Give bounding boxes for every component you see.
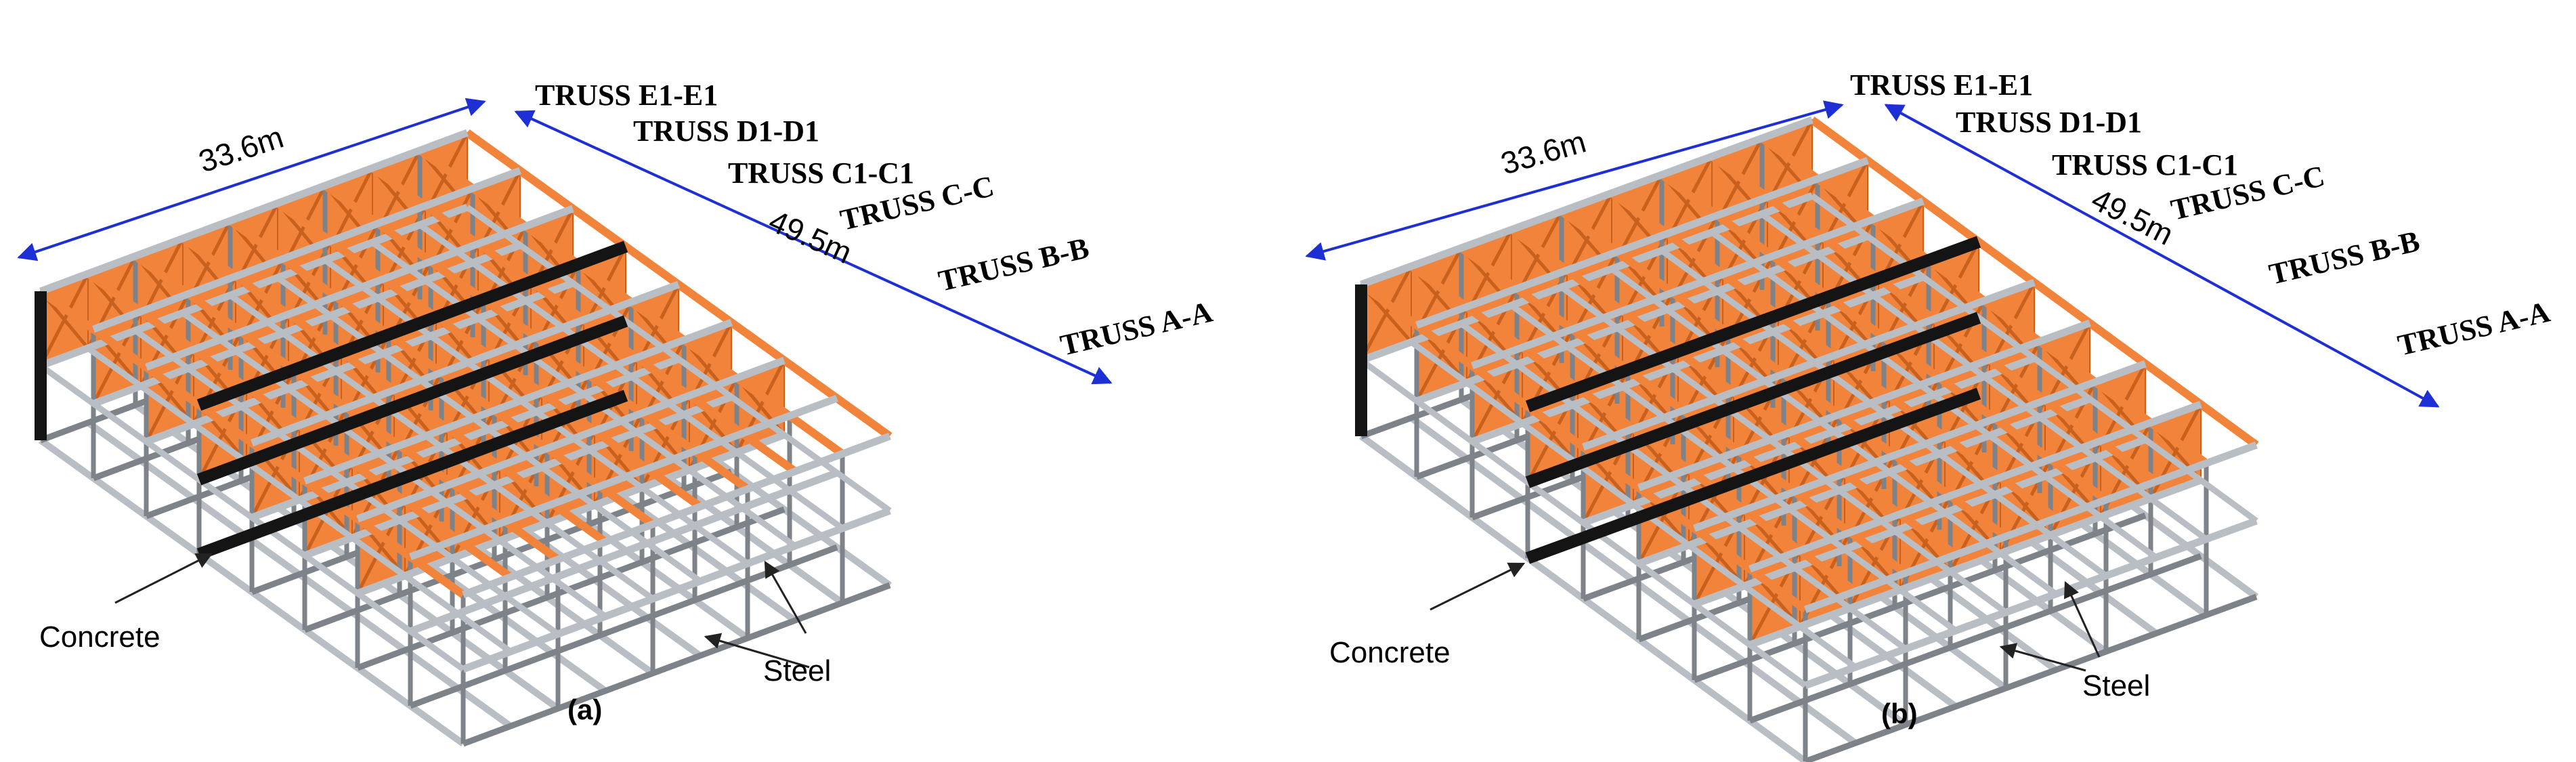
deck-girder <box>462 507 891 673</box>
deck-girder <box>1748 476 2202 649</box>
truss-label-d1-b: TRUSS D1-D1 <box>1956 106 2142 139</box>
deck-girder <box>1748 400 2202 573</box>
steel-girder <box>1748 553 2202 724</box>
deck-girder <box>1693 436 2147 608</box>
deck-girder <box>1637 395 2091 568</box>
deck-girder <box>145 205 574 371</box>
truss-diagonal <box>1359 265 1413 362</box>
deck-girder <box>462 432 891 599</box>
concrete-pointer-a <box>114 553 213 604</box>
truss-label-c1-a: TRUSS C1-C1 <box>728 156 914 190</box>
deck-girder <box>1471 273 1925 446</box>
deck-girder <box>1471 197 1925 370</box>
concrete-label-a: Concrete <box>39 620 160 654</box>
width-dimension-arrow-b <box>1305 100 1844 261</box>
truss-label-b-b: TRUSS B-B <box>2266 224 2422 291</box>
steel-label-a: Steel <box>763 654 831 687</box>
concrete-label-b: Concrete <box>1329 636 1451 669</box>
deck-girder <box>409 469 838 635</box>
truss-diagonal <box>91 310 143 405</box>
steel-pointer-b-2 <box>2064 580 2101 658</box>
concrete-beam <box>196 389 628 560</box>
panel-caption-a: (a) <box>567 694 602 725</box>
truss-diagonal <box>39 272 90 367</box>
truss-label-e1-b: TRUSS E1-E1 <box>1850 68 2033 102</box>
length-dimension-arrow-a <box>514 110 1113 385</box>
steel-girder <box>1693 512 2147 683</box>
steel-label-b: Steel <box>2082 669 2150 702</box>
deck-girder <box>1415 232 1869 405</box>
steel-pointer-b <box>1999 643 2086 672</box>
deck-girder <box>356 356 786 523</box>
steel-pointer-a <box>704 633 810 669</box>
concrete-beam <box>1525 387 1981 564</box>
width-dimension-label-a: 33.6m <box>194 119 288 179</box>
length-dimension-arrow-b <box>1884 104 2440 408</box>
deck-girder <box>1804 517 2258 690</box>
width-dimension-arrow-a <box>17 98 486 261</box>
deck-girder <box>1804 441 2258 614</box>
width-dimension-label-b: 33.6m <box>1497 123 1589 181</box>
length-dimension-label-b: 49.5m <box>2086 182 2179 252</box>
steel-girder <box>1804 593 2258 762</box>
panel-caption-b: (b) <box>1881 698 1918 729</box>
steel-girder <box>462 582 891 747</box>
truss-label-c1-b: TRUSS C1-C1 <box>2052 148 2238 182</box>
truss-label-d1-a: TRUSS D1-D1 <box>633 114 819 148</box>
truss-label-e1-a: TRUSS E1-E1 <box>535 79 718 112</box>
deck-girder <box>409 394 838 561</box>
truss-label-a-b: TRUSS A-A <box>2395 295 2553 362</box>
concrete-pointer-b <box>1430 562 1526 611</box>
truss-label-a-a: TRUSS A-A <box>1057 295 1216 362</box>
truss-label-b-a: TRUSS B-B <box>935 231 1092 298</box>
panel-a: 33.6m 49.5m TRUSS E1-E1 TRUSS D1-D1 TRUS… <box>17 79 1216 747</box>
steel-pointer-a-2 <box>764 560 807 634</box>
panel-b: 33.6m 49.5m TRUSS E1-E1 TRUSS D1-D1 TRUS… <box>1305 68 2553 762</box>
